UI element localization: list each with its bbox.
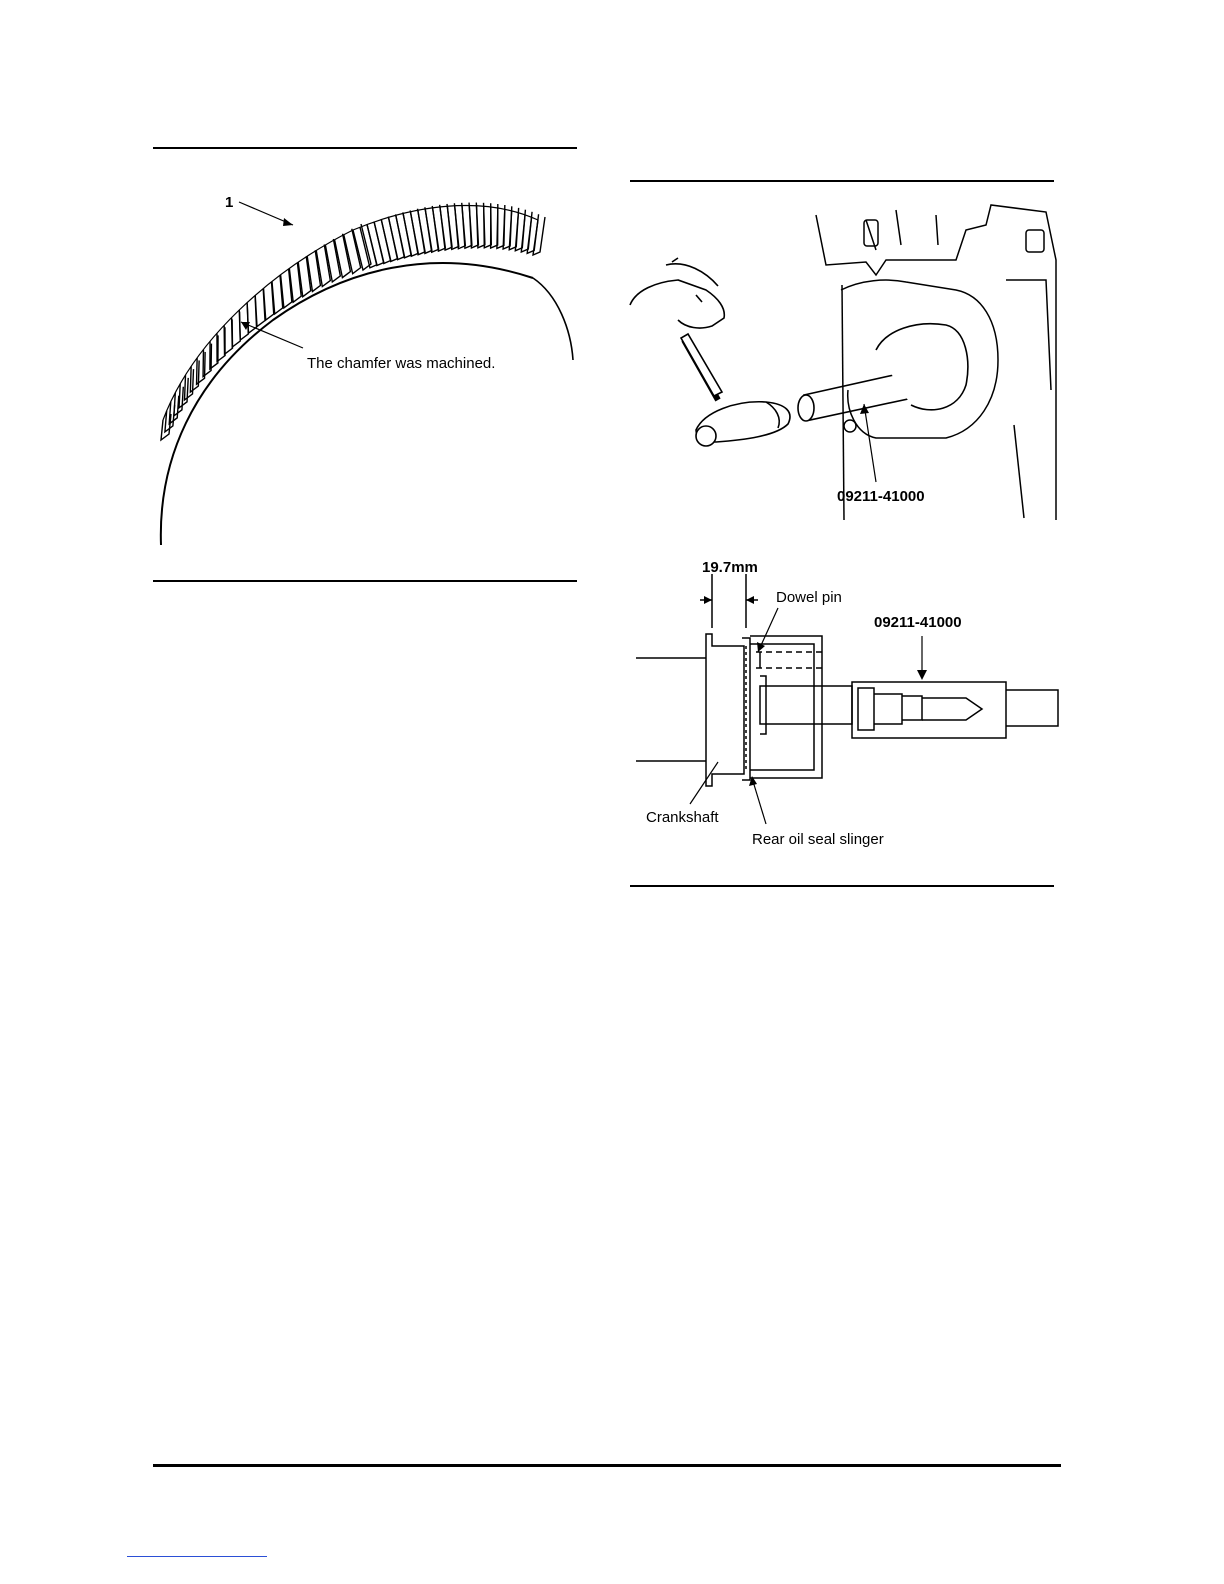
slinger-leader <box>752 778 766 824</box>
right-figure-top-rule <box>630 180 1054 182</box>
tool-label-top: 09211-41000 <box>837 488 925 505</box>
gear-tooth <box>307 250 320 291</box>
crankshaft-label: Crankshaft <box>646 809 719 826</box>
chamfer-leader <box>241 322 303 348</box>
left-figure-top-rule <box>153 147 577 149</box>
tool-leader <box>864 404 876 482</box>
gear-tooth <box>325 239 340 282</box>
right-figure-bottom-rule <box>630 885 1054 887</box>
section-drawing <box>636 574 1058 786</box>
gear-tooth <box>425 206 438 252</box>
slinger-section-diagram: 19.7mm Dowel pin 09211-41000 Crankshaft … <box>626 556 1060 851</box>
gear-tooth <box>440 204 452 250</box>
gear-tooth <box>433 205 446 251</box>
slinger-label: Rear oil seal slinger <box>752 831 884 848</box>
dim-arrow-left <box>704 596 712 604</box>
ring-gear-drawing <box>161 203 573 545</box>
callout-number: 1 <box>225 194 233 211</box>
gear-tooth <box>316 245 330 287</box>
dim-arrow-right <box>746 596 754 604</box>
left-figure-bottom-rule <box>153 580 577 582</box>
tool-label-section: 09211-41000 <box>874 614 962 631</box>
ring-gear-figure: 1 The chamfer was machined. <box>153 160 577 580</box>
footer-link-underline[interactable] <box>127 1556 267 1557</box>
driver-tool-illustration <box>798 324 968 421</box>
slinger-install-figure: 09211-41000 <box>626 190 1060 525</box>
tool-section-arrowhead <box>917 670 927 680</box>
chamfer-note: The chamfer was machined. <box>307 355 495 372</box>
hammer-illustration <box>630 258 790 446</box>
crankshaft-leader <box>690 762 718 804</box>
dowel-pin-label: Dowel pin <box>776 589 842 606</box>
callout-arrowhead <box>283 218 293 226</box>
gear-tooth <box>418 207 432 253</box>
dimension-label: 19.7mm <box>702 559 758 576</box>
footer-rule <box>153 1464 1061 1467</box>
